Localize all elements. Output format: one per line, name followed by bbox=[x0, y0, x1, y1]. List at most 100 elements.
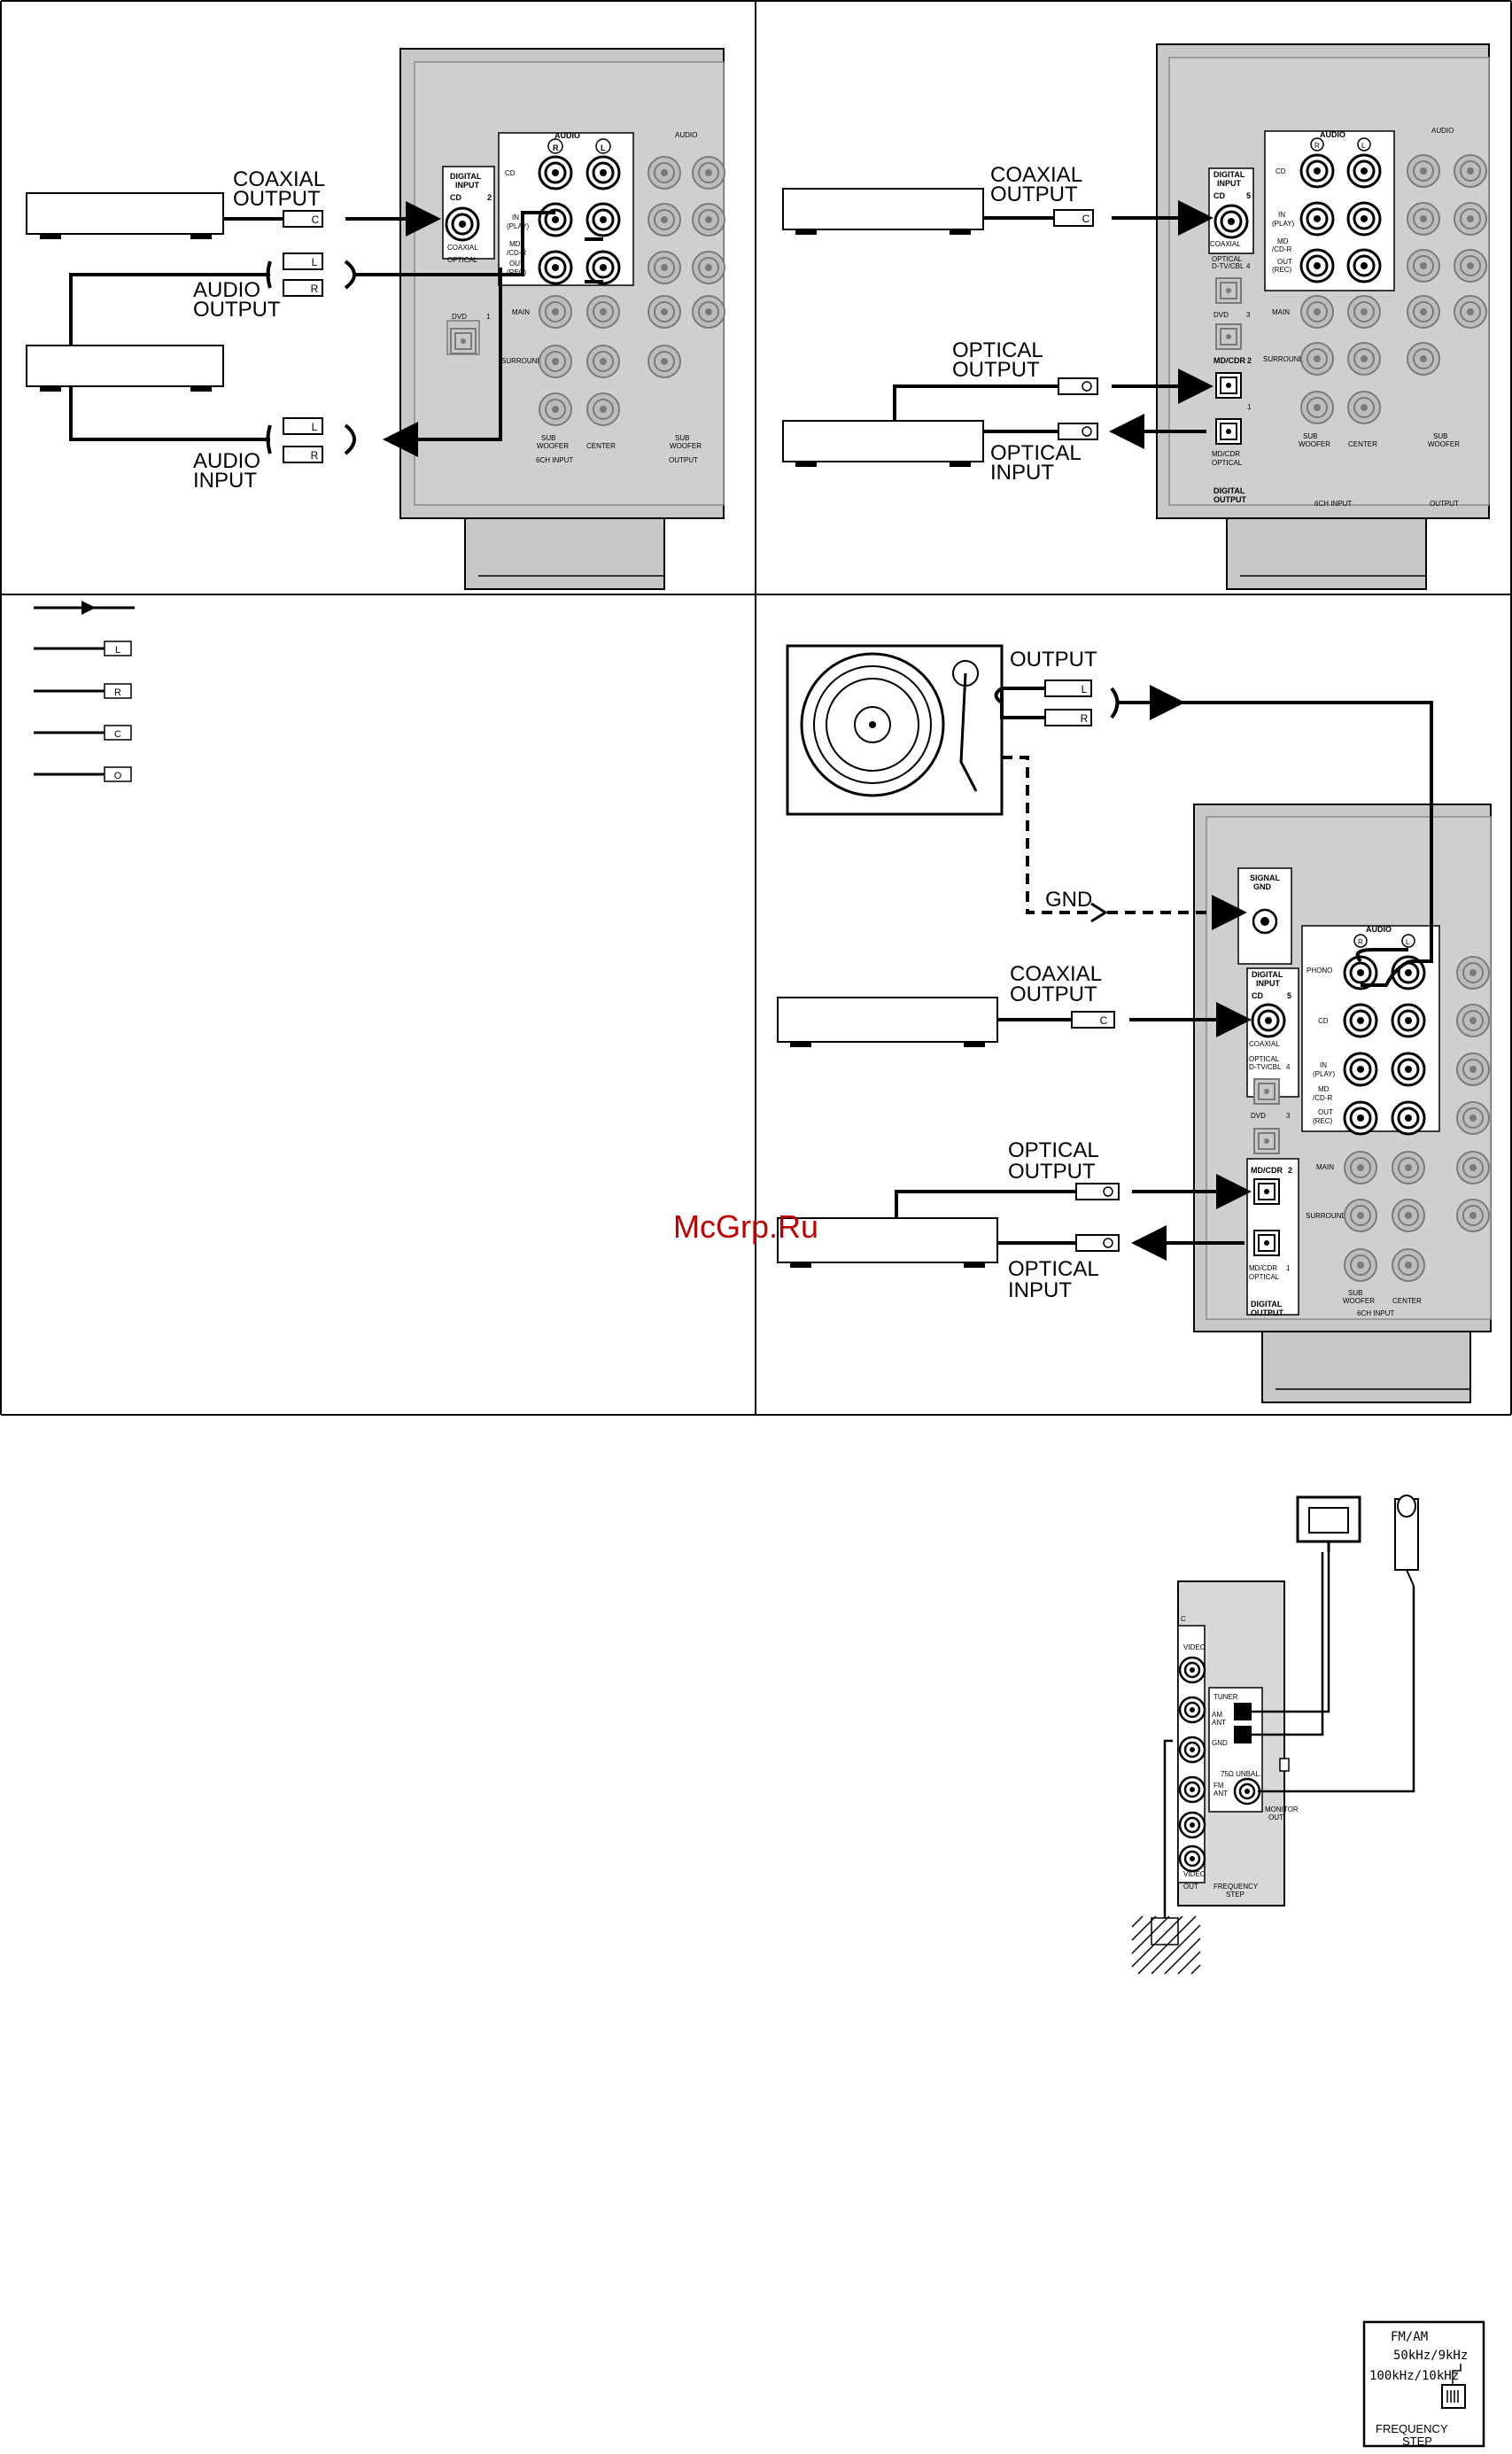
out-jack-5[interactable] bbox=[647, 251, 681, 284]
sub-woofer-jack-2[interactable] bbox=[1300, 391, 1334, 424]
num-4-p4: 4 bbox=[1286, 1063, 1291, 1071]
out-rec-jack-l-2[interactable] bbox=[1346, 248, 1382, 283]
out-rec-jack-l[interactable] bbox=[585, 250, 621, 285]
out-jack-p2-8[interactable] bbox=[1454, 295, 1487, 329]
am-ant-terminal-2[interactable] bbox=[1234, 1726, 1252, 1743]
out-jack-p2-3[interactable] bbox=[1407, 202, 1440, 236]
center-jack-2[interactable] bbox=[1347, 391, 1381, 424]
md-cdr-optical-out-port[interactable] bbox=[1215, 418, 1242, 445]
md-cdr-optical-out-4[interactable] bbox=[1253, 1230, 1280, 1256]
md-cdr-optical-in-port[interactable] bbox=[1215, 372, 1242, 399]
sub-woofer-jack[interactable] bbox=[539, 392, 572, 426]
out-jack-p4-1[interactable] bbox=[1456, 956, 1490, 990]
in-play-jack-l-4[interactable] bbox=[1391, 1052, 1426, 1087]
out-jack-p2-7[interactable] bbox=[1407, 295, 1440, 329]
in-play-jack-r-2[interactable] bbox=[1299, 201, 1335, 237]
in-play-label-p4: IN bbox=[1320, 1061, 1327, 1069]
video-jack-5[interactable] bbox=[1178, 1811, 1206, 1839]
video-jack-2[interactable] bbox=[1178, 1696, 1206, 1724]
main-jack-r-2[interactable] bbox=[1300, 295, 1334, 329]
num-5-p2: 5 bbox=[1246, 191, 1251, 200]
coaxial-jack-2[interactable] bbox=[1213, 204, 1249, 239]
center-label: CENTER bbox=[586, 442, 616, 450]
dvd-optical-port-2[interactable] bbox=[1215, 323, 1242, 350]
out-sub-woofer-label-2: WOOFER bbox=[670, 442, 702, 450]
md-cdr-label-p4: MD/CDR bbox=[1251, 1166, 1283, 1175]
out-rec-jack-l-4[interactable] bbox=[1391, 1100, 1426, 1136]
center-jack[interactable] bbox=[586, 392, 620, 426]
out-jack-p2-5[interactable] bbox=[1407, 249, 1440, 283]
md-cdr-optical-in-4[interactable] bbox=[1253, 1178, 1280, 1205]
out-jack-p2-6[interactable] bbox=[1454, 249, 1487, 283]
out-jack-1[interactable] bbox=[647, 156, 681, 190]
digital-output-label-p2: DIGITAL bbox=[1213, 486, 1245, 495]
out-jack-p4-3[interactable] bbox=[1456, 1052, 1490, 1086]
out-jack-8[interactable] bbox=[692, 295, 725, 329]
in-play-jack-l-2[interactable] bbox=[1346, 201, 1382, 237]
out-jack-p4-2[interactable] bbox=[1456, 1004, 1490, 1037]
legend-plug-c: C bbox=[34, 725, 132, 741]
dvd-optical-port[interactable] bbox=[450, 328, 477, 354]
main-jack-l-2[interactable] bbox=[1347, 295, 1381, 329]
coaxial-jack[interactable] bbox=[445, 206, 480, 242]
coaxial-output-label-2: OUTPUT bbox=[233, 187, 321, 211]
cd-jack-r[interactable] bbox=[538, 155, 573, 190]
main-jack-l-4[interactable] bbox=[1392, 1151, 1425, 1184]
dtv-optical-port-4[interactable] bbox=[1253, 1078, 1280, 1105]
surround-jack-l-4[interactable] bbox=[1392, 1199, 1425, 1232]
surround-jack-l[interactable] bbox=[586, 345, 620, 378]
video-jack-1[interactable] bbox=[1178, 1656, 1206, 1684]
in-play-jack-r-4[interactable] bbox=[1343, 1052, 1378, 1087]
out-jack-p4-5[interactable] bbox=[1456, 1151, 1490, 1184]
turntable-output-label: OUTPUT bbox=[1010, 648, 1097, 672]
cd-jack-r-2[interactable] bbox=[1299, 153, 1335, 189]
surround-jack-r-2[interactable] bbox=[1300, 342, 1334, 376]
cd-jack-l-4[interactable] bbox=[1391, 1003, 1426, 1038]
surround-jack-r[interactable] bbox=[539, 345, 572, 378]
signal-gnd-label-2: GND bbox=[1253, 882, 1272, 891]
out-rec-jack-r[interactable] bbox=[538, 250, 573, 285]
num-3-p2: 3 bbox=[1246, 311, 1251, 319]
cd-audio-label-p4: CD bbox=[1318, 1017, 1329, 1025]
out-rec-jack-r-4[interactable] bbox=[1343, 1100, 1378, 1136]
out-jack-4[interactable] bbox=[692, 203, 725, 237]
cd-jack-r-4[interactable] bbox=[1343, 1003, 1378, 1038]
in-play-jack-r[interactable] bbox=[538, 202, 573, 237]
out-jack-p2-4[interactable] bbox=[1454, 202, 1487, 236]
out-jack-2[interactable] bbox=[692, 156, 725, 190]
out-jack-3[interactable] bbox=[647, 203, 681, 237]
dvd-optical-port-4[interactable] bbox=[1253, 1128, 1280, 1154]
fm-ant-jack[interactable] bbox=[1233, 1777, 1261, 1806]
out-jack-7[interactable] bbox=[647, 295, 681, 329]
coaxial-jack-4[interactable] bbox=[1251, 1003, 1286, 1038]
out-jack-p4-4[interactable] bbox=[1456, 1101, 1490, 1135]
dtv-optical-port[interactable] bbox=[1215, 277, 1242, 304]
video-jack-4[interactable] bbox=[1178, 1775, 1206, 1804]
out-rec-jack-r-2[interactable] bbox=[1299, 248, 1335, 283]
out-jack-p2-1[interactable] bbox=[1407, 154, 1440, 188]
in-play-jack-l[interactable] bbox=[585, 202, 621, 237]
out-jack-9[interactable] bbox=[647, 345, 681, 378]
center-jack-4[interactable] bbox=[1392, 1248, 1425, 1282]
am-ant-terminal-1[interactable] bbox=[1234, 1703, 1252, 1720]
video-jack-6[interactable] bbox=[1178, 1844, 1206, 1873]
cd-jack-l-2[interactable] bbox=[1346, 153, 1382, 189]
out-jack-6[interactable] bbox=[692, 251, 725, 284]
surround-jack-l-2[interactable] bbox=[1347, 342, 1381, 376]
surround-jack-r-4[interactable] bbox=[1344, 1199, 1377, 1232]
antenna-gnd-label: GND bbox=[1212, 1739, 1228, 1747]
out-jack-p2-9[interactable] bbox=[1407, 342, 1440, 376]
freq-step-label-small: FREQUENCY bbox=[1213, 1883, 1259, 1891]
sub-woofer-jack-4[interactable] bbox=[1344, 1248, 1377, 1282]
out-jack-p4-6[interactable] bbox=[1456, 1199, 1490, 1232]
cd-audio-label: CD bbox=[505, 169, 516, 177]
video-jack-3[interactable] bbox=[1178, 1736, 1206, 1764]
main-jack-l[interactable] bbox=[586, 295, 620, 329]
phono-plug-l-text: L bbox=[1082, 683, 1088, 695]
cd-jack-l[interactable] bbox=[585, 155, 621, 190]
main-jack-r-4[interactable] bbox=[1344, 1151, 1377, 1184]
tuner-label: TUNER bbox=[1213, 1693, 1238, 1701]
main-jack-r[interactable] bbox=[539, 295, 572, 329]
out-jack-p2-2[interactable] bbox=[1454, 154, 1487, 188]
freq-step-slide-switch[interactable] bbox=[1441, 2384, 1466, 2409]
